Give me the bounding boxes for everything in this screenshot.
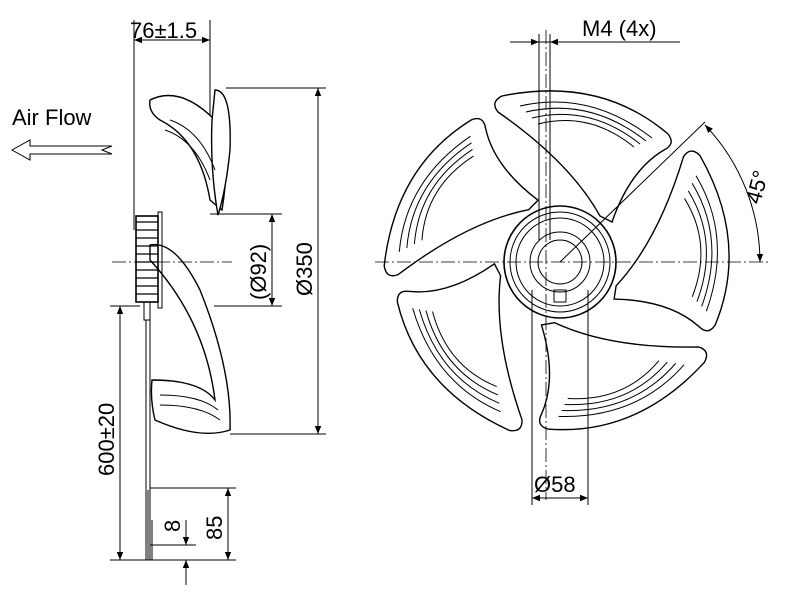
bolt-circle-label: Ø58 [534,472,576,497]
airflow-label: Air Flow [12,105,92,130]
screw-label: M4 (4x) [582,16,657,41]
hub-diameter-label: (Ø92) [246,244,271,300]
strip-length-label: 8 [160,520,185,532]
angle-label: 45° [741,168,774,207]
cable-length-label: 600±20 [94,403,119,476]
lead-length-label: 85 [202,516,227,540]
outer-diameter-label: Ø350 [292,242,317,296]
airflow-arrow-icon [10,139,113,161]
side-view: 76±1.5 Air Flow (Ø92) Ø350 [10,18,326,585]
front-view: M4 (4x) 45° Ø58 [368,16,774,505]
depth-dimension-label: 76±1.5 [130,18,197,43]
